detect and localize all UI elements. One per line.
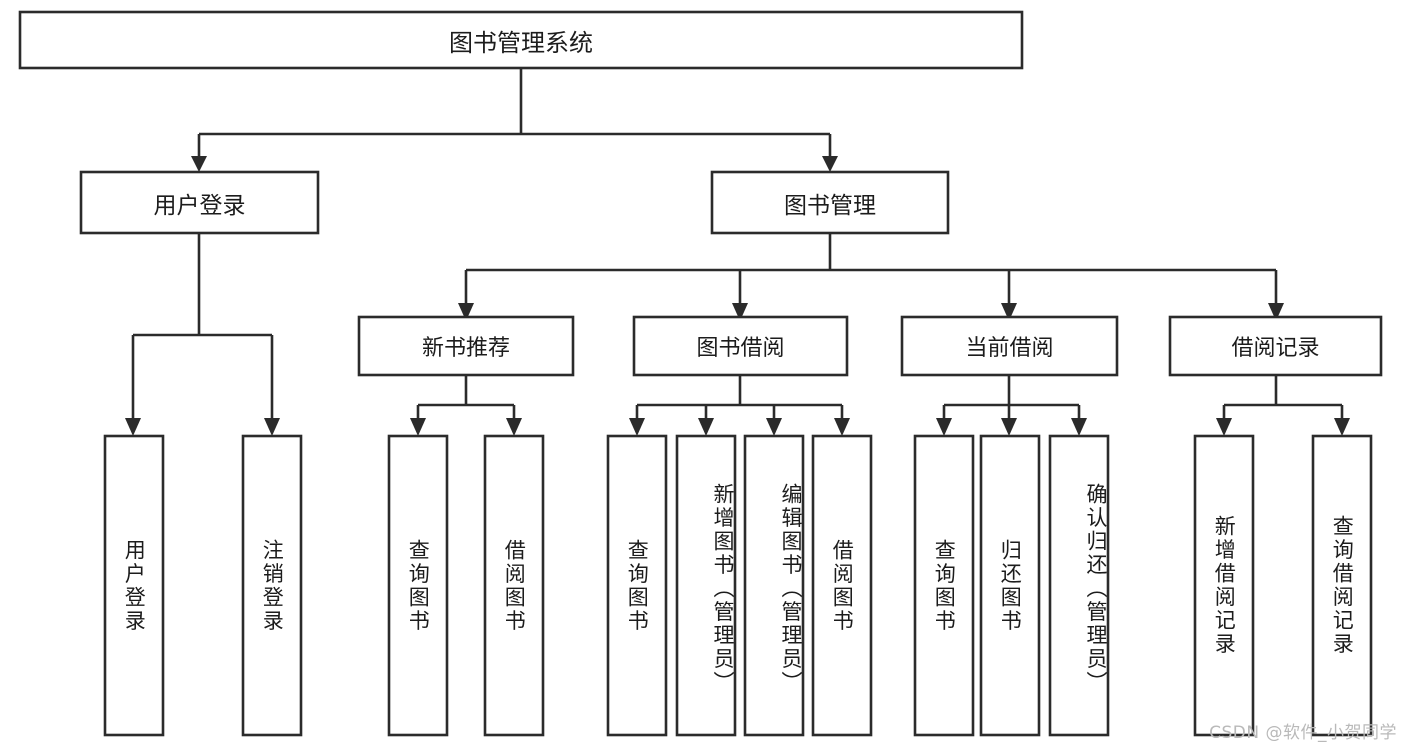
node-box-leaf-nb-borrow-book[interactable]	[483, 434, 545, 737]
connector-borrow-to-leaves	[629, 375, 850, 436]
node-box-leaf-rec-query[interactable]	[1311, 434, 1373, 737]
csdn-watermark: CSDN @软件_小贺同学	[1209, 723, 1397, 743]
node-box-leaf-nb-query-book[interactable]	[387, 434, 449, 737]
node-box-book-borrow[interactable]	[632, 315, 849, 377]
node-box-leaf-cb-return-book[interactable]	[979, 434, 1041, 737]
node-box-user-login[interactable]	[79, 170, 320, 235]
node-box-borrow-records[interactable]	[1168, 315, 1383, 377]
node-box-new-book-recommend[interactable]	[357, 315, 575, 377]
node-box-current-borrow[interactable]	[900, 315, 1119, 377]
node-box-leaf-bb-borrow-book[interactable]	[811, 434, 873, 737]
connector-root-to-level2	[191, 68, 838, 172]
node-box-leaf-user-login[interactable]	[103, 434, 165, 737]
node-box-leaf-bb-edit-book[interactable]	[743, 434, 805, 737]
connector-userlogin-to-leaves	[125, 233, 280, 436]
node-box-leaf-bb-add-book[interactable]	[675, 434, 737, 737]
node-box-leaf-rec-add[interactable]	[1193, 434, 1255, 737]
connector-newbook-to-leaves	[410, 375, 522, 436]
node-box-leaf-cb-confirm-return[interactable]	[1048, 434, 1110, 737]
node-box-leaf-bb-query-book[interactable]	[606, 434, 668, 737]
connector-records-to-leaves	[1216, 375, 1350, 436]
node-box-book-management[interactable]	[710, 170, 950, 235]
connector-bookmgmt-to-level3	[458, 233, 1284, 321]
connector-current-to-leaves	[936, 375, 1087, 436]
node-box-leaf-cb-query-book[interactable]	[913, 434, 975, 737]
node-box-leaf-logout[interactable]	[241, 434, 303, 737]
node-box-root[interactable]	[18, 10, 1024, 70]
